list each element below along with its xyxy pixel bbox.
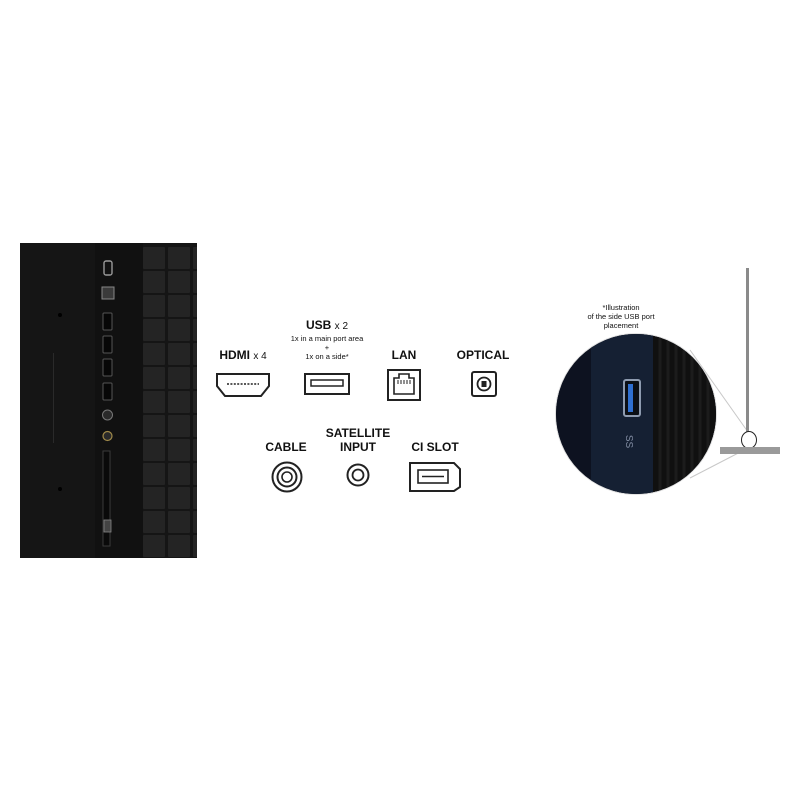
vent-cell	[143, 391, 165, 413]
side-usb-detail	[556, 334, 716, 494]
ci-slot-icon	[102, 450, 111, 547]
vent-grid	[143, 243, 197, 558]
usb-label: USB x 2	[294, 318, 360, 332]
optical-port-icon	[102, 409, 113, 421]
vent-cell	[143, 487, 165, 509]
vent-cell	[168, 343, 190, 365]
vent-cell	[143, 463, 165, 485]
vent-cell	[193, 247, 197, 269]
vent-cell	[168, 367, 190, 389]
vent-cell	[168, 511, 190, 533]
illustration-line1: *Illustration	[602, 303, 640, 312]
vent-cell	[193, 367, 197, 389]
optical-port-icon	[471, 371, 497, 397]
vent-cell	[193, 271, 197, 293]
vent-cell	[168, 247, 190, 269]
cable-name: CABLE	[265, 440, 307, 454]
illustration-line2: of the side USB port	[587, 312, 655, 321]
illustration-line3: placement	[603, 321, 639, 330]
satellite-port-icon	[346, 463, 370, 487]
coax-port-icon	[102, 430, 113, 442]
usb-port-icon	[103, 519, 112, 533]
side-usb-zoom-inset: SS	[555, 333, 717, 495]
optical-label: OPTICAL	[450, 348, 516, 362]
vent-cell	[168, 295, 190, 317]
vent-cell	[193, 463, 197, 485]
usb-note-line2: 1x on a side*	[305, 352, 349, 361]
hdmi-port-icon	[102, 335, 113, 354]
usb-count: x 2	[334, 321, 349, 332]
usb-note-plus: +	[324, 343, 330, 352]
lan-name: LAN	[391, 348, 417, 362]
vent-cell	[143, 295, 165, 317]
usb-note-line1: 1x in a main port area	[290, 334, 364, 343]
vent-cell	[143, 439, 165, 461]
tv-stand-base	[720, 447, 780, 454]
vent-cell	[143, 343, 165, 365]
usb-name: USB	[305, 318, 332, 332]
vent-cell	[143, 247, 165, 269]
usb-ss-logo: SS	[623, 434, 635, 449]
optical-name: OPTICAL	[456, 348, 510, 362]
ethernet-port-icon	[387, 369, 421, 401]
vent-cell	[168, 535, 190, 557]
mount-hole	[58, 313, 62, 317]
coax-port-icon	[271, 461, 303, 493]
vent-cell	[143, 535, 165, 557]
vent-cell	[168, 319, 190, 341]
side-usb-port-icon	[103, 260, 113, 276]
usb-port-icon	[304, 373, 350, 395]
hdmi-count: x 4	[253, 351, 267, 362]
usb-note: 1x in a main port area + 1x on a side*	[272, 334, 382, 361]
vent-cell	[143, 271, 165, 293]
panel-seam	[53, 353, 54, 443]
port-strip	[95, 243, 143, 558]
vent-cell	[143, 367, 165, 389]
ci-slot-icon	[409, 462, 461, 492]
cable-label: CABLE	[256, 440, 316, 454]
vent-cell	[193, 511, 197, 533]
vent-cell	[168, 271, 190, 293]
tv-back-panel	[20, 243, 197, 558]
vent-cell	[193, 319, 197, 341]
ci-name: CI SLOT	[411, 440, 459, 454]
vent-cell	[168, 439, 190, 461]
vent-cell	[143, 415, 165, 437]
vent-cell	[193, 535, 197, 557]
vent-cell	[193, 295, 197, 317]
port-strip-icons	[101, 260, 115, 547]
vent-cell	[193, 439, 197, 461]
vent-cell	[193, 391, 197, 413]
hdmi-port-icon	[216, 373, 270, 397]
satellite-line2: INPUT	[340, 440, 376, 454]
hdmi-port-icon	[102, 358, 113, 377]
illustration-note: *Illustration of the side USB port place…	[566, 303, 676, 330]
vent-cell	[168, 487, 190, 509]
ci-label: CI SLOT	[405, 440, 465, 454]
hdmi-label: HDMI x 4	[210, 348, 276, 362]
lan-label: LAN	[382, 348, 426, 362]
hdmi-port-icon	[102, 382, 113, 401]
satellite-label: SATELLITE INPUT	[318, 426, 398, 454]
lan-port-icon	[101, 286, 115, 300]
tv-side-profile	[746, 268, 749, 446]
hdmi-name: HDMI	[219, 348, 250, 362]
vent-cell	[168, 415, 190, 437]
vent-cell	[168, 391, 190, 413]
mount-hole	[58, 487, 62, 491]
satellite-line1: SATELLITE	[325, 426, 391, 440]
vent-cell	[168, 463, 190, 485]
hdmi-port-icon	[102, 312, 113, 331]
vent-cell	[193, 343, 197, 365]
vent-cell	[193, 487, 197, 509]
vent-cell	[193, 415, 197, 437]
vent-cell	[143, 511, 165, 533]
vent-cell	[143, 319, 165, 341]
